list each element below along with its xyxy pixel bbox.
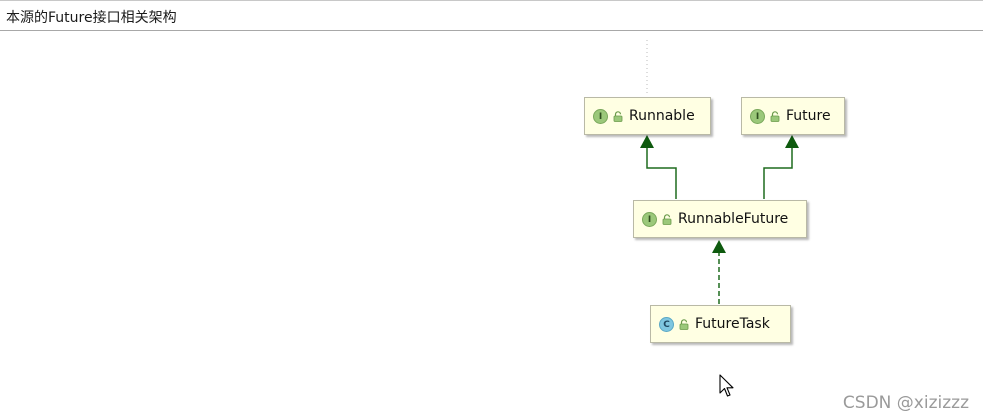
node-future[interactable]: I Future	[741, 97, 845, 135]
node-runnable[interactable]: I Runnable	[584, 97, 711, 135]
edges-layer	[640, 40, 799, 304]
edge-runnablefuture-extends-runnable	[646, 147, 677, 199]
watermark: CSDN @xizizzz	[842, 393, 969, 413]
node-runnablefuture[interactable]: I RunnableFuture	[633, 200, 807, 238]
uml-diagram-canvas[interactable]: I Runnable I Future I RunnableFuture C F…	[0, 31, 983, 419]
diagram-header: 本源的Future接口相关架构	[0, 0, 983, 31]
node-label: RunnableFuture	[678, 211, 789, 227]
node-futuretask[interactable]: C FutureTask	[650, 305, 791, 343]
interface-icon: I	[593, 108, 608, 124]
lock-icon	[679, 318, 689, 330]
edge-runnablefuture-extends-future	[763, 147, 793, 199]
interface-icon: I	[750, 108, 765, 124]
lock-icon	[662, 213, 672, 225]
mouse-pointer-icon	[719, 374, 734, 397]
interface-icon: I	[642, 211, 657, 227]
lock-icon	[770, 110, 780, 122]
lock-icon	[613, 110, 623, 122]
arrowhead-runnable	[640, 135, 654, 148]
node-label: Runnable	[629, 108, 695, 124]
arrowhead-future	[785, 135, 799, 148]
node-label: FutureTask	[695, 316, 770, 332]
diagram-title: 本源的Future接口相关架构	[6, 10, 177, 26]
node-label: Future	[786, 108, 831, 124]
class-icon: C	[659, 316, 674, 332]
arrowhead-runnablefuture	[712, 240, 726, 253]
